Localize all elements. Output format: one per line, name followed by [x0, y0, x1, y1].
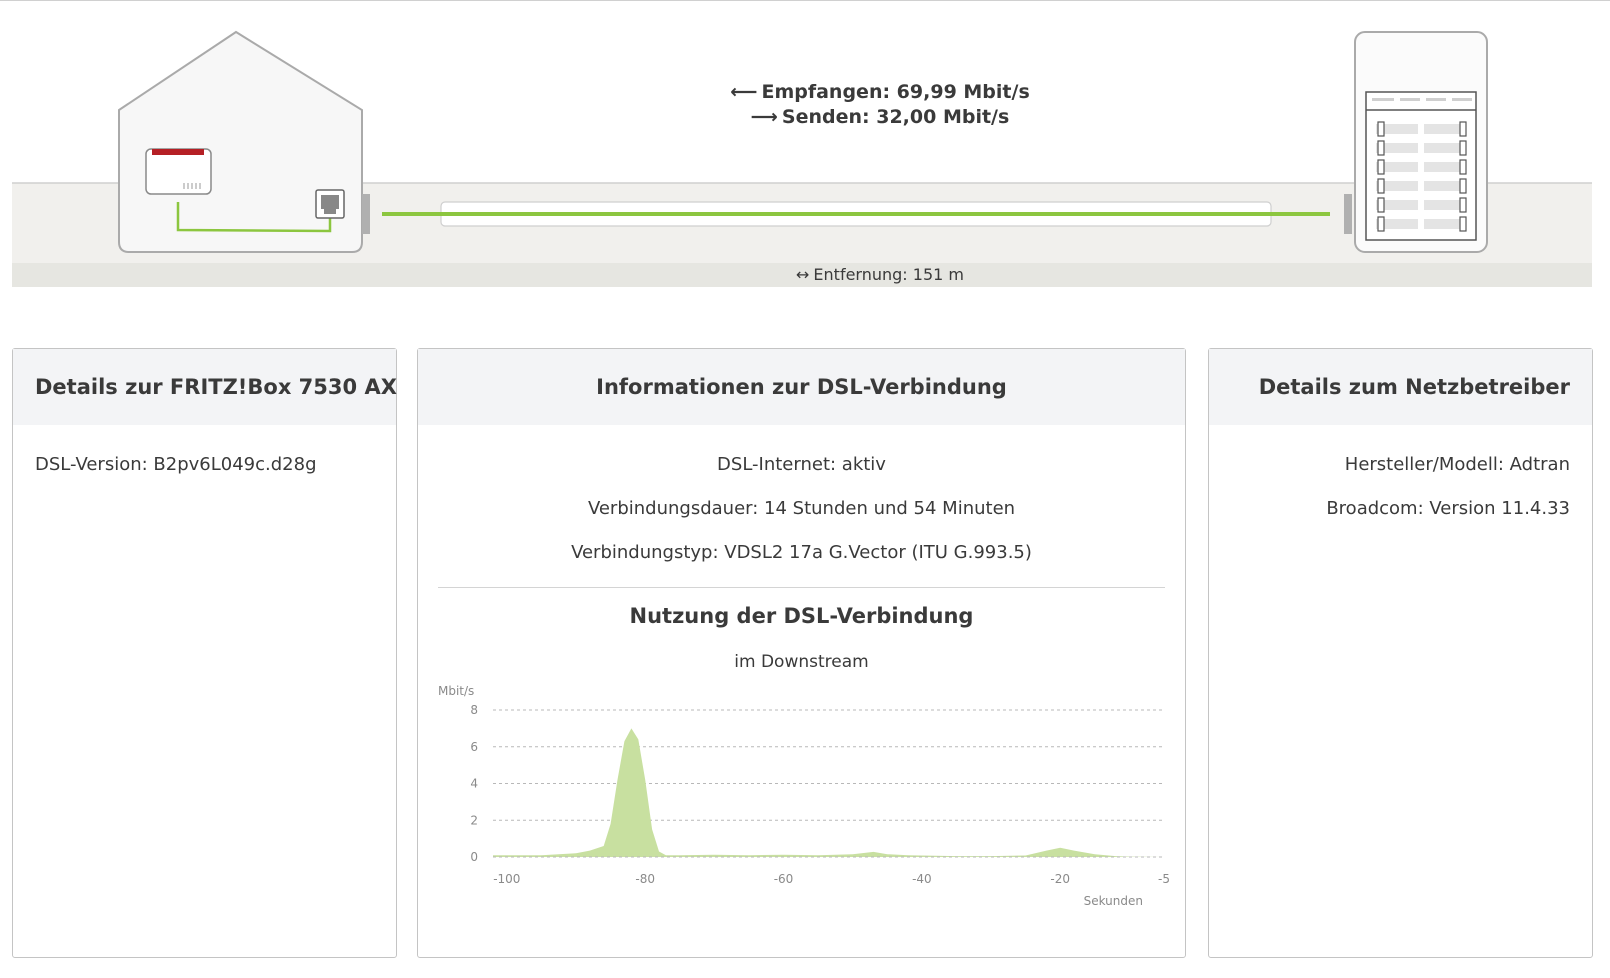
dsl-version: DSL-Version: B2pv6L049c.d28g: [35, 454, 317, 475]
x-tick-label: -40: [912, 872, 932, 886]
dsl-connection-panel: Informationen zur DSL-Verbindung DSL-Int…: [417, 348, 1186, 958]
x-tick-label: -100: [493, 872, 520, 886]
arrow-right-icon: ⟶: [750, 106, 778, 128]
upstream-rate-text: Senden: 32,00 Mbit/s: [781, 106, 1010, 128]
cabinet-wall-connector: [1344, 194, 1352, 234]
speed-info: ⟵Empfangen: 69,99 Mbit/s ⟶Senden: 32,00 …: [700, 80, 1060, 130]
fritzbox-details-panel: Details zur FRITZ!Box 7530 AX DSL-Versio…: [12, 348, 397, 958]
x-tick-label: -20: [1050, 872, 1070, 886]
upstream-rate: ⟶Senden: 32,00 Mbit/s: [700, 105, 1060, 130]
street-cabinet-icon: [1354, 31, 1488, 253]
manufacturer-model: Hersteller/Modell: Adtran: [1344, 454, 1570, 475]
router-icon: [145, 148, 212, 195]
line-distance-text: Entfernung: 151 m: [813, 265, 964, 284]
y-axis-label: Mbit/s: [438, 684, 474, 698]
house-cable: [176, 202, 332, 233]
connection-duration: Verbindungsdauer: 14 Stunden und 54 Minu…: [587, 498, 1016, 519]
panel-title-fritzbox: Details zur FRITZ!Box 7530 AX: [13, 349, 397, 425]
line-distance: ↔Entfernung: 151 m: [700, 265, 1060, 284]
x-tick-label: -80: [635, 872, 655, 886]
dsl-line-graphic: [12, 30, 1592, 287]
panel-title-operator: Details zum Netzbetreiber: [1209, 349, 1592, 425]
x-axis-label: Sekunden: [1084, 894, 1143, 908]
house-icon: [118, 30, 363, 253]
usage-title: Nutzung der DSL-Verbindung: [629, 604, 974, 628]
connection-type: Verbindungstyp: VDSL2 17a G.Vector (ITU …: [571, 542, 1032, 563]
y-tick-label: 4: [470, 777, 478, 791]
dsl-internet-status: DSL-Internet: aktiv: [717, 454, 886, 475]
x-tick-label: -60: [774, 872, 794, 886]
network-operator-panel: Details zum Netzbetreiber Hersteller/Mod…: [1208, 348, 1593, 958]
panel-title-dsl: Informationen zur DSL-Verbindung: [418, 349, 1185, 425]
usage-subtitle: im Downstream: [734, 652, 869, 672]
downstream-rate-text: Empfangen: 69,99 Mbit/s: [761, 81, 1030, 103]
y-tick-label: 8: [470, 703, 478, 717]
arrow-left-icon: ⟵: [730, 81, 758, 103]
downstream-rate: ⟵Empfangen: 69,99 Mbit/s: [700, 80, 1060, 105]
wall-socket-icon: [315, 189, 345, 219]
x-tick-label: -5: [1158, 872, 1170, 886]
y-tick-label: 6: [470, 740, 478, 754]
downstream-area: [493, 728, 1164, 857]
top-border: [0, 0, 1610, 1]
ground-band-lower: [12, 263, 1592, 287]
arrow-both-icon: ↔: [796, 265, 810, 284]
broadcom-version: Broadcom: Version 11.4.33: [1326, 498, 1570, 519]
y-tick-label: 2: [470, 813, 478, 827]
house-wall-connector: [362, 194, 370, 234]
y-tick-label: 0: [470, 850, 478, 864]
divider: [438, 587, 1165, 588]
